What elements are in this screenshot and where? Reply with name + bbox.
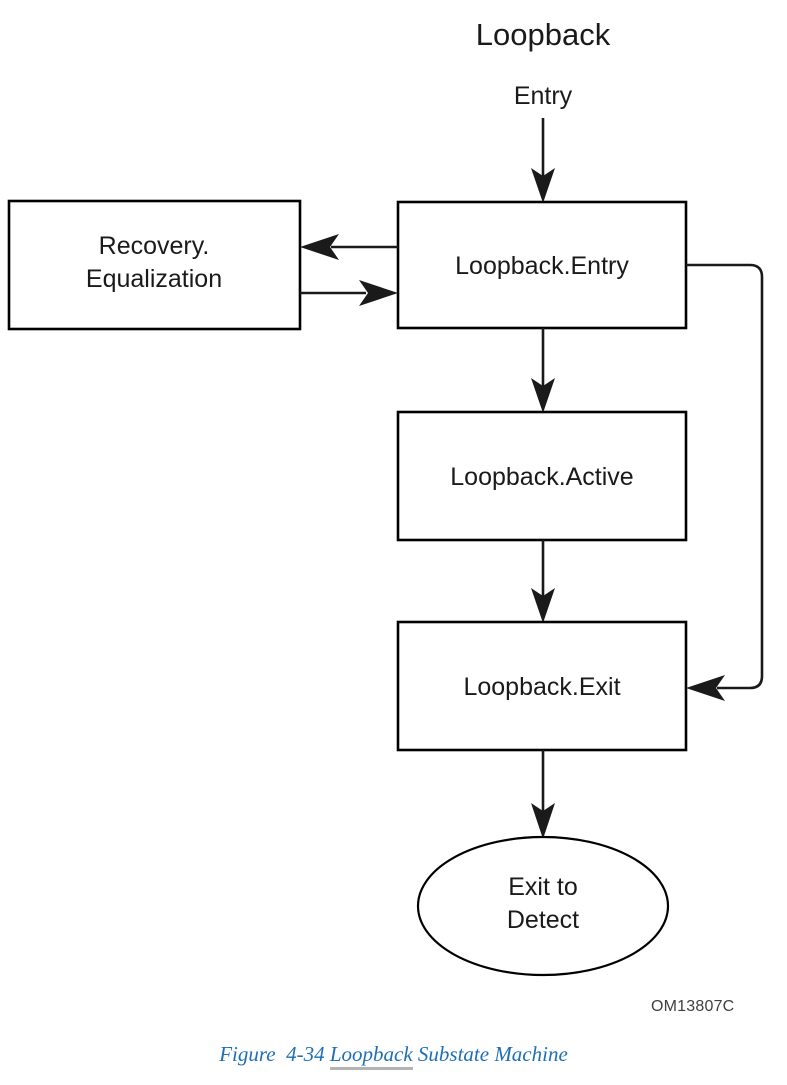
edge-loopback-entry-to-recovery <box>300 234 398 260</box>
node-recovery-equalization-line2: Equalization <box>86 265 222 293</box>
node-recovery-equalization-line1: Recovery. <box>99 232 210 260</box>
figure-caption-number: 4-34 <box>286 1042 325 1066</box>
edge-loopback-active-to-exit <box>531 540 555 623</box>
node-loopback-active-label: Loopback.Active <box>450 463 633 491</box>
entry-label: Entry <box>514 82 573 110</box>
edge-entry-to-loopback-entry <box>531 118 555 203</box>
edge-loopback-entry-to-active <box>531 328 555 413</box>
node-exit-to-detect-line1: Exit to <box>508 873 577 901</box>
node-loopback-active[interactable]: Loopback.Active <box>396 410 688 542</box>
figure-caption: Figure 4-34 Loopback Substate Machine <box>0 1042 787 1070</box>
node-exit-to-detect-line2: Detect <box>507 906 579 934</box>
node-loopback-exit[interactable]: Loopback.Exit <box>396 620 688 752</box>
figure-caption-link[interactable]: Loopback <box>329 1042 413 1070</box>
edge-recovery-to-loopback-entry <box>300 280 398 306</box>
node-loopback-entry[interactable]: Loopback.Entry <box>396 200 688 330</box>
document-code: OM13807C <box>651 998 735 1015</box>
node-recovery-equalization[interactable]: Recovery. Equalization <box>7 199 302 331</box>
figure-caption-rest: Substate Machine <box>417 1042 568 1066</box>
node-loopback-exit-label: Loopback.Exit <box>463 673 620 701</box>
node-loopback-entry-label: Loopback.Entry <box>455 252 629 280</box>
node-exit-to-detect[interactable]: Exit to Detect <box>416 835 670 977</box>
edge-loopback-entry-to-exit-bypass <box>686 263 764 701</box>
edge-loopback-exit-to-detect <box>531 750 555 839</box>
figure-caption-label: Figure <box>219 1042 276 1066</box>
diagram-title: Loopback <box>476 17 611 52</box>
